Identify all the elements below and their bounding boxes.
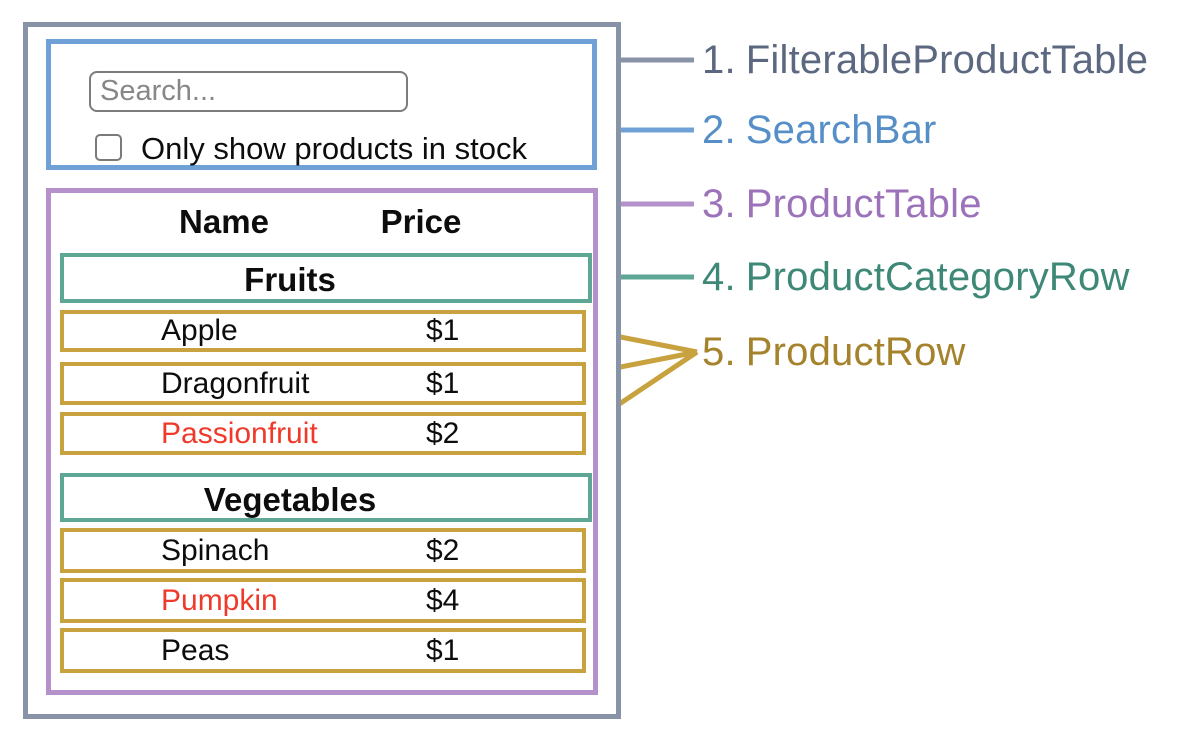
product-name: Passionfruit [161,416,318,450]
legend-label: SearchBar [745,108,937,152]
legend-item-product-table: 3.ProductTable [702,180,982,228]
product-row-spinach: Spinach $2 [60,528,586,573]
legend-label: ProductCategoryRow [745,255,1130,299]
legend-label: ProductRow [745,330,966,374]
legend-item-product-category-row: 4.ProductCategoryRow [702,253,1130,301]
legend-label: ProductTable [745,182,982,226]
legend-number: 3. [702,182,736,226]
product-row-passionfruit: Passionfruit $2 [60,412,586,455]
product-price: $1 [426,366,460,400]
product-price: $4 [426,583,460,617]
column-header-price: Price [380,203,462,240]
legend-item-product-row: 5.ProductRow [702,328,966,376]
product-name: Peas [161,633,230,667]
legend-item-filterable-product-table: 1.FilterableProductTable [702,36,1148,84]
in-stock-checkbox[interactable] [95,134,122,161]
legend-item-search-bar: 2.SearchBar [702,106,937,154]
category-label-vegetables: Vegetables [203,481,377,518]
product-row-apple: Apple $1 [60,310,586,352]
category-label-fruits: Fruits [244,261,336,298]
product-row-pumpkin: Pumpkin $4 [60,578,586,623]
product-name: Pumpkin [161,583,278,617]
category-row-vegetables [60,473,592,522]
product-price: $1 [426,633,460,667]
legend-number: 1. [702,38,736,82]
product-row-dragonfruit: Dragonfruit $1 [60,362,586,405]
category-row-fruits [60,253,592,303]
search-input[interactable] [89,71,408,112]
product-price: $1 [426,314,460,347]
product-name: Spinach [161,533,270,567]
legend-number: 4. [702,255,736,299]
product-name: Dragonfruit [161,366,310,400]
legend-number: 5. [702,330,736,374]
legend-number: 2. [702,108,736,152]
product-price: $2 [426,533,460,567]
product-price: $2 [426,416,460,450]
product-name: Apple [161,314,238,347]
product-row-peas: Peas $1 [60,628,586,673]
column-header-name: Name [179,203,269,240]
in-stock-checkbox-label: Only show products in stock [141,131,527,166]
legend-label: FilterableProductTable [745,38,1149,82]
